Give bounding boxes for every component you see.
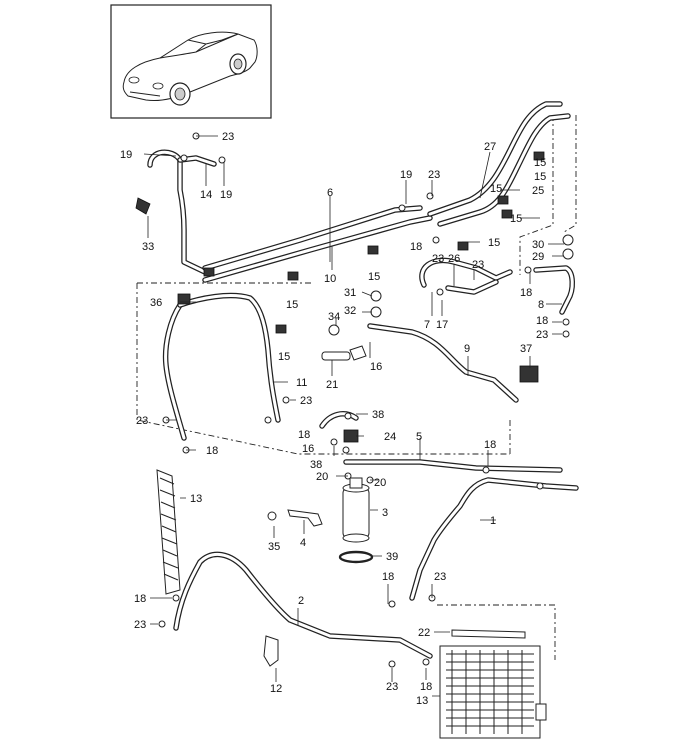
callout-label: 23	[432, 253, 444, 265]
callout-label: 23	[434, 571, 446, 583]
callout-label: 19	[120, 149, 132, 161]
callout-label: 38	[372, 409, 384, 421]
condenser-right	[439, 645, 547, 739]
callout-label: 3	[382, 507, 388, 519]
callout-label: 23	[428, 169, 440, 181]
callout-label: 20	[374, 477, 386, 489]
callout-label: 1	[490, 515, 496, 527]
callout-label: 8	[538, 299, 544, 311]
callout-label: 15	[490, 183, 502, 195]
callout-label: 19	[400, 169, 412, 181]
callout-label: 18	[410, 241, 422, 253]
callout-label: 13	[416, 695, 428, 707]
callout-label: 15	[510, 213, 522, 225]
callout-label: 16	[302, 443, 314, 455]
callout-label: 37	[520, 343, 532, 355]
callout-label: 9	[464, 343, 470, 355]
callout-label: 7	[424, 319, 430, 331]
callout-label: 34	[328, 311, 340, 323]
callout-label: 13	[190, 493, 202, 505]
callout-label: 33	[142, 241, 154, 253]
callout-label: 38	[310, 459, 322, 471]
callout-label: 4	[300, 537, 306, 549]
callout-label: 15	[534, 171, 546, 183]
callout-label: 23	[300, 395, 312, 407]
callout-label: 18	[484, 439, 496, 451]
callout-label: 23	[536, 329, 548, 341]
callout-label: 18	[298, 429, 310, 441]
callout-label: 15	[488, 237, 500, 249]
callout-label: 18	[520, 287, 532, 299]
callout-label: 31	[344, 287, 356, 299]
callout-label: 15	[534, 157, 546, 169]
callout-label: 18	[382, 571, 394, 583]
callout-label: 10	[324, 273, 336, 285]
callout-label: 23	[386, 681, 398, 693]
callout-label: 23	[136, 415, 148, 427]
receiver-drier	[342, 477, 370, 543]
callout-label: 23	[222, 131, 234, 143]
callout-label: 2	[298, 595, 304, 607]
callout-label: 25	[532, 185, 544, 197]
condenser-left	[156, 469, 181, 595]
callout-label: 36	[150, 297, 162, 309]
vehicle-inset	[110, 4, 272, 119]
callout-label: 18	[206, 445, 218, 457]
callout-label: 19	[220, 189, 232, 201]
callout-label: 27	[484, 141, 496, 153]
callout-label: 5	[416, 431, 422, 443]
callout-label: 11	[296, 377, 307, 389]
callout-label: 24	[384, 431, 396, 443]
callout-label: 35	[268, 541, 280, 553]
callout-label: 16	[370, 361, 382, 373]
callout-label: 39	[386, 551, 398, 563]
callout-label: 21	[326, 379, 338, 391]
callout-label: 15	[278, 351, 290, 363]
callout-labels: 23 19 14 19 33 6 10 15 15 15 15 19 18 23…	[120, 131, 548, 707]
callout-label: 12	[270, 683, 282, 695]
callout-label: 15	[286, 299, 298, 311]
callout-label: 20	[316, 471, 328, 483]
callout-label: 17	[436, 319, 448, 331]
callout-label: 6	[327, 187, 333, 199]
callout-label: 18	[536, 315, 548, 327]
callout-label: 30	[532, 239, 544, 251]
callout-label: 26	[448, 253, 460, 265]
callout-label: 23	[134, 619, 146, 631]
callout-label: 14	[200, 189, 212, 201]
callout-label: 22	[418, 627, 430, 639]
callout-label: 18	[134, 593, 146, 605]
callout-label: 15	[368, 271, 380, 283]
callout-label: 32	[344, 305, 356, 317]
callout-label: 29	[532, 251, 544, 263]
callout-label: 23	[472, 259, 484, 271]
callout-label: 18	[420, 681, 432, 693]
